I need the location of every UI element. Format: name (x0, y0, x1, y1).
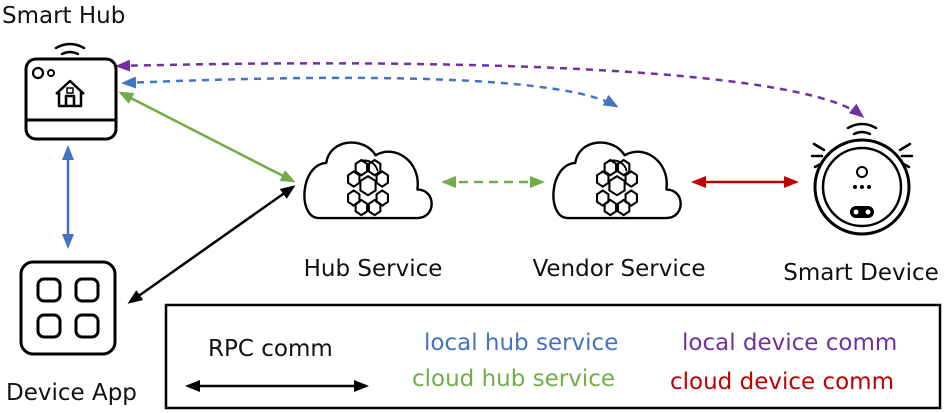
vendor-service-label: Vendor Service (532, 256, 705, 282)
wifi-icon (54, 42, 86, 56)
legend-cloud-hub-label: cloud hub service (412, 366, 615, 392)
smart-hub-icon (24, 57, 118, 141)
local-hub-service-arrow-top (121, 76, 619, 108)
smart-device-label: Smart Device (783, 260, 939, 286)
app-grid-icon (19, 260, 117, 356)
cloud-hub-service-arrow-hub (118, 91, 296, 183)
legend-local-hub-label: local hub service (424, 330, 618, 356)
smart-hub-label: Smart Hub (2, 3, 125, 29)
hub-service-label: Hub Service (304, 256, 443, 282)
legend-rpc-label: RPC comm (208, 336, 333, 362)
legend-local-device-label: local device comm (682, 330, 897, 356)
robot-vacuum-icon (810, 138, 914, 236)
cloud-icon (303, 141, 433, 220)
hub-service-node: Hub Service (303, 141, 443, 282)
legend: RPC comm local hub service cloud hub ser… (164, 303, 942, 410)
device-app-node: Device App (6, 260, 137, 406)
device-app-label: Device App (6, 380, 137, 406)
smart-hub-node: Smart Hub (2, 3, 125, 141)
wifi-icon (846, 122, 878, 136)
cloud-icon (552, 141, 682, 220)
smart-device-node: Smart Device (783, 122, 939, 286)
local-device-comm-arrow (115, 59, 865, 118)
rpc-comm-arrow-app (127, 185, 296, 304)
legend-cloud-device-label: cloud device comm (670, 369, 894, 395)
vendor-service-node: Vendor Service (532, 141, 706, 282)
